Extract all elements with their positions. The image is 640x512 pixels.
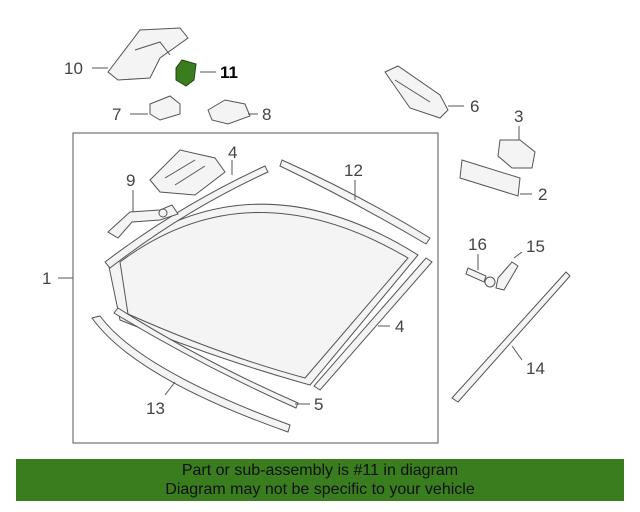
trim-strip-14[interactable]	[451, 271, 571, 403]
rearview-mirror[interactable]	[384, 65, 449, 119]
cowl-strip[interactable]	[91, 315, 291, 433]
callout-16: 16	[468, 235, 487, 254]
bracket-9[interactable]	[107, 204, 179, 239]
highlighted-part-11[interactable]	[175, 59, 197, 87]
callout-11: 11	[220, 63, 238, 82]
side-moulding-right[interactable]	[313, 257, 433, 391]
callout-9: 9	[126, 171, 135, 190]
lower-moulding[interactable]	[113, 307, 299, 409]
cover-3[interactable]	[497, 139, 536, 169]
callout-10: 10	[64, 59, 83, 78]
banner-line-2: Diagram may not be specific to your vehi…	[165, 481, 475, 498]
callout-5: 5	[314, 395, 323, 414]
upper-moulding-left[interactable]	[104, 165, 269, 269]
callout-8: 8	[262, 105, 271, 124]
bolt-16[interactable]	[465, 267, 496, 288]
banner-line-1: Part or sub-assembly is #11 in diagram	[181, 462, 459, 479]
callout-13: 13	[146, 399, 165, 418]
info-banner: Part or sub-assembly is #11 in diagram D…	[16, 459, 624, 501]
callout-1: 1	[42, 269, 51, 288]
clip-8[interactable]	[207, 99, 251, 125]
trim-panel-2[interactable]	[459, 159, 521, 197]
camera-cover[interactable]	[107, 27, 189, 81]
callout-4-right: 4	[395, 317, 404, 336]
top-moulding[interactable]	[279, 159, 431, 245]
callout-6: 6	[470, 97, 479, 116]
callout-12: 12	[344, 161, 363, 180]
callout-3: 3	[514, 107, 523, 126]
clip-15[interactable]	[495, 261, 519, 291]
windshield-glass[interactable]	[107, 203, 419, 386]
pad-7[interactable]	[149, 95, 181, 121]
callout-14: 14	[526, 359, 545, 378]
callout-2: 2	[538, 185, 547, 204]
callout-4-top: 4	[228, 143, 237, 162]
assembly-frame	[72, 132, 439, 444]
callout-7: 7	[112, 105, 121, 124]
camera-bracket[interactable]	[149, 149, 226, 196]
callout-15: 15	[526, 237, 545, 256]
leader-lines	[58, 67, 532, 405]
